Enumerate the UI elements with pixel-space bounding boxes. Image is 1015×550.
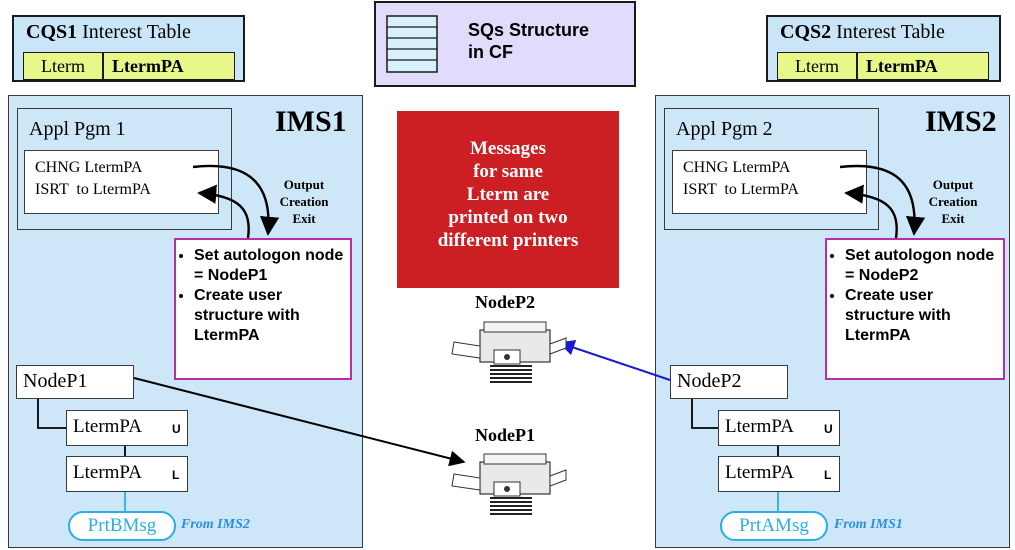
ims2-exit-item-autologon: Set autologon node = NodeP2 — [845, 246, 997, 286]
ims1-exit-return-arrow — [197, 184, 250, 239]
ims2-exit-item-user-structure: Create user structure with LtermPA — [845, 286, 997, 346]
sq-structure-icon — [386, 15, 438, 73]
ims1-code-box: CHNG LtermPA ISRT to LtermPA — [24, 150, 219, 214]
cqs1-cell-lterm: Lterm — [24, 53, 104, 79]
cqs2-cell-lterm: Lterm — [778, 53, 858, 79]
nodep2-to-printer-arrow — [558, 340, 671, 381]
ims2-msg-queue: PrtAMsg — [720, 511, 828, 541]
ims2-lterm-l-box: LtermPA L — [718, 456, 840, 492]
ims2-lterm-l-mark: L — [824, 468, 832, 482]
cqs1-title-rest: Interest Table — [82, 21, 191, 43]
ims2-node-box: NodeP2 — [670, 365, 788, 399]
ims2-label: IMS2 — [925, 105, 997, 138]
cqs2-name: CQS2 — [780, 21, 832, 43]
cqs2-cells: Lterm LtermPA — [777, 52, 989, 80]
ims2-exit-call-arrow — [839, 164, 926, 236]
ims2-exit-box: Set autologon node = NodeP2 Create user … — [825, 238, 1005, 380]
ims2-code-box: CHNG LtermPA ISRT to LtermPA — [672, 150, 867, 214]
ims1-label: IMS1 — [275, 105, 347, 138]
cqs1-cells: Lterm LtermPA — [23, 52, 235, 80]
ims1-exit-label: Output Creation Exit — [279, 177, 329, 226]
ims1-node-label: NodeP1 — [23, 370, 88, 392]
ims1-lterm-u-mark: U — [172, 422, 181, 436]
ims2-lterm-u-box: LtermPA U — [718, 410, 840, 446]
sq-structure-title: SQs Structure in CF — [468, 20, 590, 62]
cqs1-interest-table: CQS1 Interest Table Lterm LtermPA — [12, 15, 245, 82]
ims1-msg-queue: PrtBMsg — [68, 511, 176, 541]
ims2-lterm-l-label: LtermPA — [725, 462, 794, 483]
warning-box: Messages for same Lterm are printed on t… — [397, 111, 619, 288]
ims2-tree-line-u — [691, 399, 718, 429]
ims1-appl-title: Appl Pgm 1 — [29, 118, 126, 140]
ims1-lterm-l-box: LtermPA L — [66, 456, 188, 492]
ims1-from-label: From IMS2 — [181, 517, 250, 532]
ims2-code-chng: CHNG LtermPA — [683, 159, 791, 176]
ims1-node-box: NodeP1 — [16, 365, 134, 399]
ims1-lterm-l-mark: L — [172, 468, 180, 482]
ims2-exit-label: Output Creation Exit — [928, 177, 978, 226]
ims1-exit-box: Set autologon node = NodeP1 Create user … — [174, 238, 352, 380]
cqs1-title: CQS1 Interest Table — [26, 21, 191, 44]
ims2-code-isrt: ISRT to LtermPA — [683, 181, 799, 198]
cqs1-cell-ltermpa: LtermPA — [112, 56, 184, 76]
ims2-exit-return-arrow — [844, 184, 898, 239]
cqs2-title-rest: Interest Table — [836, 21, 945, 43]
ims1-code-chng: CHNG LtermPA — [35, 159, 143, 176]
cqs2-title: CQS2 Interest Table — [780, 21, 945, 44]
ims1-exit-item-autologon: Set autologon node = NodeP1 — [194, 246, 344, 286]
ims1-lterm-u-box: LtermPA U — [66, 410, 188, 446]
ims1-tree-line-u — [37, 399, 66, 429]
ims1-exit-item-user-structure: Create user structure with LtermPA — [194, 286, 344, 346]
ims1-code-isrt: ISRT to LtermPA — [35, 181, 151, 198]
printer-nodep1-label: NodeP1 — [475, 425, 535, 445]
ims2-lterm-u-mark: U — [824, 422, 833, 436]
cqs1-name: CQS1 — [26, 21, 78, 43]
ims1-lterm-u-label: LtermPA — [73, 416, 142, 437]
sq-structure-box: SQs Structure in CF — [374, 1, 636, 87]
printer-nodep2-icon — [451, 321, 567, 383]
printer-nodep2-label: NodeP2 — [475, 292, 535, 312]
ims2-lterm-u-label: LtermPA — [725, 416, 794, 437]
cqs2-cell-ltermpa: LtermPA — [866, 56, 938, 76]
ims2-from-label: From IMS1 — [834, 517, 903, 532]
printer-nodep1-icon — [451, 453, 567, 515]
ims1-lterm-l-label: LtermPA — [73, 462, 142, 483]
nodep1-to-printer-arrow — [133, 377, 466, 467]
cqs2-interest-table: CQS2 Interest Table Lterm LtermPA — [766, 15, 1001, 82]
ims1-exit-call-arrow — [192, 164, 280, 236]
ims2-appl-title: Appl Pgm 2 — [676, 118, 773, 140]
ims2-node-label: NodeP2 — [677, 370, 742, 392]
